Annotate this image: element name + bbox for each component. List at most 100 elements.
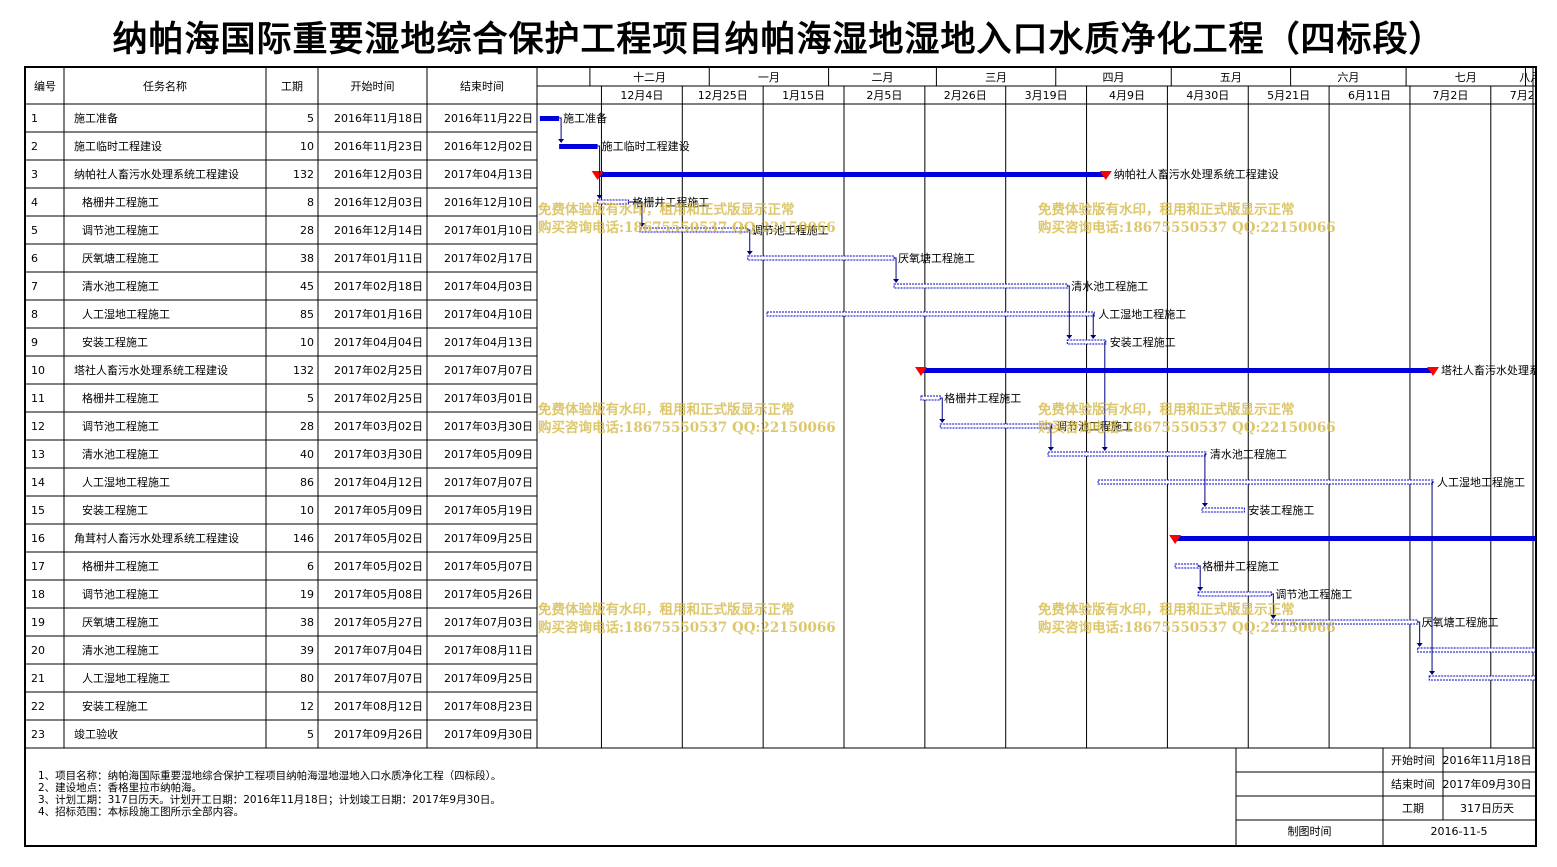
info-date-label: 制图时间 (1288, 825, 1332, 838)
task-bar (539, 116, 560, 121)
task-duration: 39 (300, 644, 314, 657)
info-start-label: 开始时间 (1391, 753, 1435, 767)
task-name: 调节池工程施工 (82, 420, 159, 433)
task-bar (1270, 619, 1419, 625)
table-header-1: 编号 (34, 79, 56, 93)
task-id: 11 (31, 392, 45, 405)
task-name: 安装工程施工 (82, 699, 148, 713)
task-id: 9 (31, 336, 38, 349)
task-name: 厌氧塘工程施工 (82, 615, 159, 629)
task-duration: 28 (300, 224, 314, 237)
task-end: 2017年05月19日 (444, 503, 533, 517)
task-bar (1201, 507, 1245, 513)
task-start: 2016年12月14日 (334, 223, 423, 237)
bar-label: 格栅井工程施工 (632, 195, 709, 209)
task-start: 2017年01月11日 (334, 251, 423, 265)
month-label: 一月 (758, 71, 780, 84)
table-header-2: 任务名称 (143, 79, 187, 93)
task-end: 2017年08月23日 (444, 699, 533, 713)
dependency-link (597, 145, 601, 197)
task-id: 19 (31, 616, 45, 629)
week-label: 4月30日 (1186, 89, 1229, 102)
dependency-arrow (1270, 615, 1277, 619)
task-start: 2017年01月16日 (334, 307, 423, 321)
task-end: 2017年04月10日 (444, 307, 533, 321)
task-id: 6 (31, 252, 38, 265)
task-start: 2017年04月04日 (334, 335, 423, 349)
task-start: 2017年02月25日 (334, 391, 423, 405)
info-start-value: 2016年11月18日 (1443, 753, 1532, 767)
task-name: 调节池工程施工 (82, 588, 159, 601)
week-label: 1月15日 (782, 89, 825, 102)
task-name: 厌氧塘工程施工 (82, 251, 159, 265)
task-start: 2017年05月02日 (334, 559, 423, 573)
info-duration-label: 工期 (1402, 802, 1424, 815)
month-label: 十二月 (633, 70, 666, 84)
summary-start-marker (1169, 535, 1182, 544)
bar-label: 塔社人畜污水处理系统工程建设 (1441, 363, 1535, 377)
week-label: 7月23日 (1510, 89, 1535, 102)
task-bar (639, 227, 749, 233)
task-end: 2017年05月09日 (444, 447, 533, 461)
week-label: 2月5日 (866, 89, 902, 102)
task-name: 塔社人畜污水处理系统工程建设 (74, 363, 228, 377)
task-end: 2017年05月07日 (444, 559, 533, 573)
info-date-value: 2016-11-5 (1431, 825, 1488, 838)
task-end: 2017年05月26日 (444, 587, 533, 601)
task-id: 23 (31, 728, 45, 741)
task-duration: 86 (300, 476, 314, 489)
task-end: 2017年07月03日 (444, 615, 533, 629)
table-header-5: 结束时间 (460, 80, 504, 93)
task-end: 2017年04月03日 (444, 279, 533, 293)
task-id: 2 (31, 140, 38, 153)
note-line: 3、计划工期：317日历天。计划开工日期：2016年11月18日；计划竣工日期：… (38, 794, 501, 806)
task-name: 安装工程施工 (82, 335, 148, 349)
bar-label: 安装工程施工 (1248, 503, 1314, 517)
task-start: 2016年12月03日 (334, 167, 423, 181)
bar-label: 格栅井工程施工 (944, 391, 1021, 405)
bar-label: 调节池工程施工 (1056, 420, 1133, 433)
task-end: 2017年01月10日 (444, 223, 533, 237)
dependency-link (1050, 425, 1052, 449)
dependency-link (628, 201, 643, 225)
bar-label: 安装工程施工 (1110, 335, 1176, 349)
summary-start-marker (591, 171, 604, 180)
task-name: 施工临时工程建设 (74, 139, 162, 153)
task-duration: 6 (307, 560, 314, 573)
task-id: 7 (31, 280, 38, 293)
dependency-link (747, 229, 751, 253)
task-duration: 38 (300, 252, 314, 265)
task-start: 2016年11月18日 (334, 111, 423, 125)
task-start: 2017年08月12日 (334, 699, 423, 713)
bar-label: 清水池工程施工 (1071, 280, 1148, 293)
summary-start-marker (915, 367, 927, 376)
task-duration: 40 (300, 448, 314, 461)
task-bar (1174, 563, 1199, 569)
task-duration: 5 (307, 112, 314, 125)
week-label: 4月9日 (1109, 89, 1145, 102)
info-duration-value: 317日历天 (1460, 802, 1514, 815)
task-id: 22 (31, 700, 45, 713)
task-bar (893, 283, 1068, 289)
dependency-link (1198, 565, 1201, 589)
dependency-arrow (1101, 447, 1108, 451)
task-end: 2016年11月22日 (444, 111, 533, 125)
info-end-value: 2017年09月30日 (1443, 777, 1532, 791)
task-start: 2016年11月23日 (334, 139, 423, 153)
task-bar (559, 144, 598, 149)
task-name: 格栅井工程施工 (82, 559, 159, 573)
task-duration: 146 (293, 532, 314, 545)
task-duration: 132 (293, 364, 314, 377)
task-duration: 10 (300, 336, 314, 349)
task-name: 安装工程施工 (82, 503, 148, 517)
week-label: 5月21日 (1267, 89, 1310, 102)
month-label: 五月 (1220, 71, 1242, 84)
task-start: 2017年07月04日 (334, 643, 423, 657)
task-start: 2016年12月03日 (334, 195, 423, 209)
task-duration: 12 (300, 700, 314, 713)
task-id: 21 (31, 672, 45, 685)
task-duration: 38 (300, 616, 314, 629)
task-id: 16 (31, 532, 45, 545)
task-bar (747, 255, 895, 261)
task-name: 清水池工程施工 (82, 644, 159, 657)
